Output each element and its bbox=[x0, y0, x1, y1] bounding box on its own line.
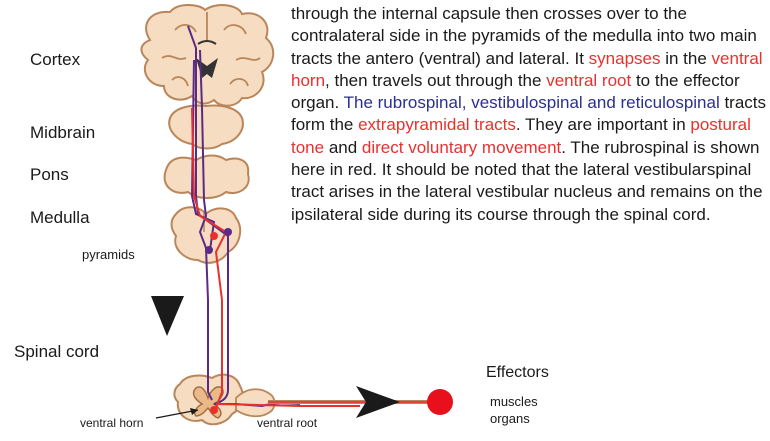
desc-ventral-root: ventral root bbox=[546, 71, 631, 90]
pyramid-synapse-red bbox=[210, 232, 218, 240]
pyramid-synapse-purple-2 bbox=[224, 228, 232, 236]
midbrain-section bbox=[169, 106, 243, 149]
desc-extrapyramidal-tracts: extrapyramidal tracts bbox=[358, 115, 516, 134]
label-pyramids: pyramids bbox=[82, 247, 135, 262]
effector-dot bbox=[427, 389, 453, 415]
desc-s5: , then travels out through the bbox=[325, 71, 546, 90]
pons-section bbox=[165, 156, 249, 199]
label-ventral-horn: ventral horn bbox=[80, 416, 143, 430]
down-arrow-icon bbox=[151, 296, 184, 336]
label-effectors: Effectors bbox=[486, 364, 549, 382]
label-muscles: muscles bbox=[490, 394, 538, 409]
label-midbrain: Midbrain bbox=[30, 123, 95, 143]
label-spinal-cord: Spinal cord bbox=[14, 342, 99, 362]
description-text: through the internal capsule then crosse… bbox=[291, 3, 767, 226]
label-cortex: Cortex bbox=[30, 50, 80, 70]
label-pons: Pons bbox=[30, 165, 69, 185]
pyramid-synapse-purple bbox=[205, 246, 213, 254]
ventral-horn-synapse bbox=[210, 406, 218, 414]
label-medulla: Medulla bbox=[30, 208, 90, 228]
desc-s13: and bbox=[324, 138, 362, 157]
desc-synapses: synapses bbox=[589, 49, 661, 68]
desc-direct-voluntary-movement: direct voluntary movement bbox=[362, 138, 561, 157]
label-ventral-root: ventral root bbox=[257, 416, 317, 430]
label-organs: organs bbox=[490, 411, 530, 426]
desc-s3: in the bbox=[660, 49, 711, 68]
cortex-section bbox=[141, 5, 273, 106]
desc-extrapyramidal-list: The rubrospinal, vestibulospinal and ret… bbox=[344, 93, 720, 112]
desc-s11: . They are important in bbox=[516, 115, 691, 134]
